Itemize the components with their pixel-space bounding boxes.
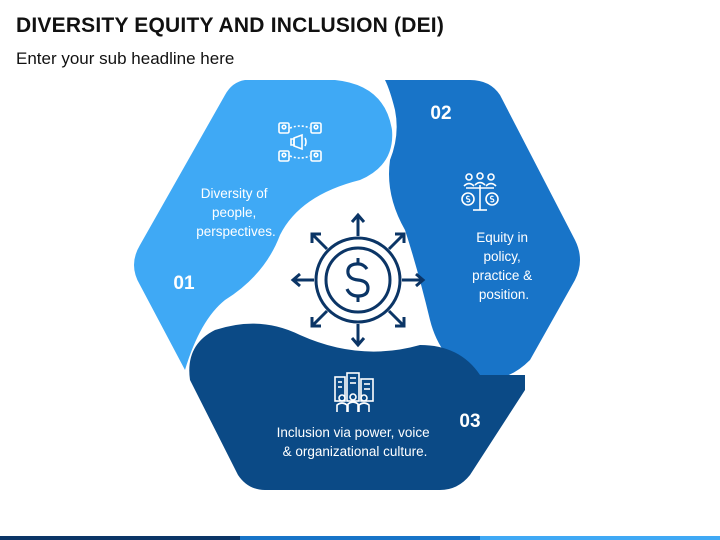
footer-stripe	[240, 536, 481, 540]
page-subtitle: Enter your sub headline here	[16, 49, 235, 68]
megaphone-people-icon	[278, 122, 322, 162]
city-people-icon	[334, 372, 374, 412]
segment-02-shape	[385, 80, 580, 380]
footer-stripe	[0, 536, 241, 540]
segment-02-line: position.	[479, 287, 529, 302]
segment-01-shape	[134, 80, 393, 370]
page-title: DIVERSITY EQUITY AND INCLUSION (DEI)	[16, 14, 445, 37]
segment-01-number: 01	[173, 273, 195, 294]
segment-02-text: Equity in policy, practice & position.	[472, 230, 536, 302]
segment-01-line: people,	[212, 205, 256, 220]
segment-03-text: Inclusion via power, voice & organizatio…	[277, 425, 434, 459]
segment-03-line: & organizational culture.	[283, 444, 428, 459]
segment-03-shape	[189, 323, 526, 490]
footer-stripe	[480, 536, 720, 540]
segment-02-line: policy,	[483, 249, 520, 264]
segment-01-text: Diversity of people, perspectives.	[196, 186, 276, 239]
segment-02-number: 02	[430, 103, 451, 124]
segment-03-line: Inclusion via power, voice	[277, 425, 430, 440]
segment-02-line: Equity in	[476, 230, 528, 245]
scales-people-icon	[461, 172, 499, 211]
footer-color-bar	[0, 536, 720, 540]
segment-01-line: Diversity of	[201, 186, 268, 201]
segment-02-line: practice &	[472, 268, 532, 283]
segment-03-number: 03	[459, 411, 480, 432]
segment-01-line: perspectives.	[196, 224, 276, 239]
dollar-arrows-icon	[290, 212, 426, 348]
